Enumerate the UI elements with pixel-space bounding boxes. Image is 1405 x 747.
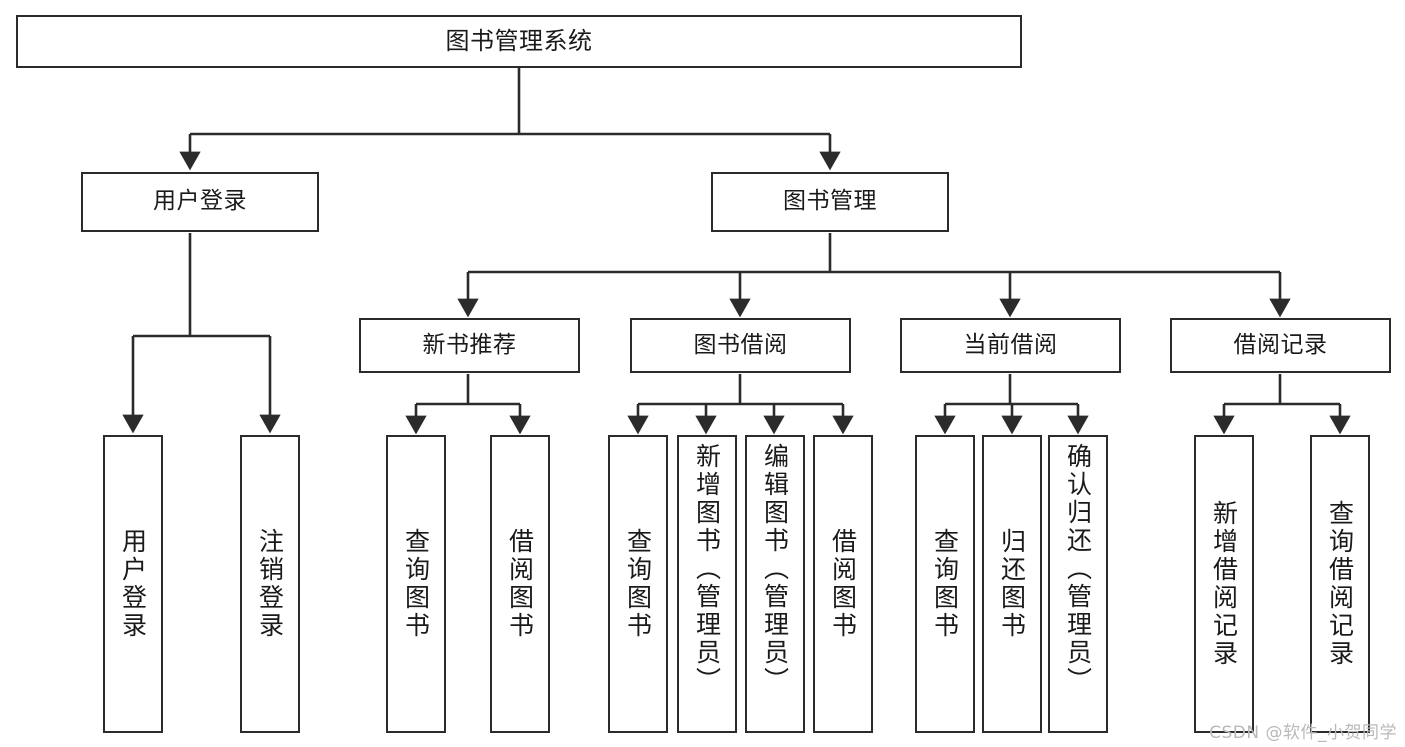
node-leaf-query-book-2-label: 查询图书	[623, 528, 653, 640]
node-root-label: 图书管理系统	[445, 27, 593, 56]
node-leaf-return-book-label: 归还图书	[997, 528, 1027, 640]
node-leaf-query-book-3-label: 查询图书	[930, 528, 960, 640]
node-leaf-query-record-label: 查询借阅记录	[1325, 500, 1355, 668]
node-borrow-record-label: 借阅记录	[1233, 331, 1328, 358]
node-leaf-add-record-label: 新增借阅记录	[1209, 500, 1239, 668]
node-leaf-logout[interactable]: 注销登录	[240, 435, 300, 733]
node-leaf-add-book[interactable]: 新增图书（管理员）	[677, 435, 737, 733]
node-leaf-return-book[interactable]: 归还图书	[982, 435, 1042, 733]
node-user-login[interactable]: 用户登录	[81, 172, 319, 232]
node-current-borrow-label: 当前借阅	[963, 331, 1058, 358]
node-new-book-rec[interactable]: 新书推荐	[359, 318, 580, 373]
node-leaf-logout-label: 注销登录	[255, 528, 285, 640]
node-user-login-label: 用户登录	[153, 188, 247, 215]
node-root[interactable]: 图书管理系统	[16, 15, 1022, 68]
node-book-borrow[interactable]: 图书借阅	[630, 318, 851, 373]
node-book-borrow-label: 图书借阅	[693, 331, 788, 358]
node-leaf-confirm-return[interactable]: 确认归还（管理员）	[1048, 435, 1108, 733]
node-leaf-edit-book[interactable]: 编辑图书（管理员）	[745, 435, 805, 733]
node-leaf-query-book-2[interactable]: 查询图书	[608, 435, 668, 733]
node-leaf-user-login-label: 用户登录	[118, 528, 148, 640]
node-leaf-edit-book-label: 编辑图书（管理员）	[760, 443, 790, 695]
node-book-manage-label: 图书管理	[783, 188, 877, 215]
node-leaf-add-record[interactable]: 新增借阅记录	[1194, 435, 1254, 733]
node-leaf-borrow-book-2-label: 借阅图书	[828, 528, 858, 640]
node-leaf-add-book-label: 新增图书（管理员）	[692, 443, 722, 695]
node-leaf-query-book-3[interactable]: 查询图书	[915, 435, 975, 733]
node-leaf-borrow-book-1-label: 借阅图书	[505, 528, 535, 640]
node-leaf-query-book-1-label: 查询图书	[401, 528, 431, 640]
node-new-book-rec-label: 新书推荐	[422, 331, 517, 358]
node-current-borrow[interactable]: 当前借阅	[900, 318, 1121, 373]
node-leaf-borrow-book-2[interactable]: 借阅图书	[813, 435, 873, 733]
node-book-manage[interactable]: 图书管理	[711, 172, 949, 232]
node-leaf-confirm-return-label: 确认归还（管理员）	[1063, 443, 1093, 695]
node-borrow-record[interactable]: 借阅记录	[1170, 318, 1391, 373]
watermark-text: CSDN @软件_小贺同学	[1209, 723, 1397, 743]
node-leaf-query-book-1[interactable]: 查询图书	[386, 435, 446, 733]
node-leaf-borrow-book-1[interactable]: 借阅图书	[490, 435, 550, 733]
node-leaf-query-record[interactable]: 查询借阅记录	[1310, 435, 1370, 733]
node-leaf-user-login[interactable]: 用户登录	[103, 435, 163, 733]
